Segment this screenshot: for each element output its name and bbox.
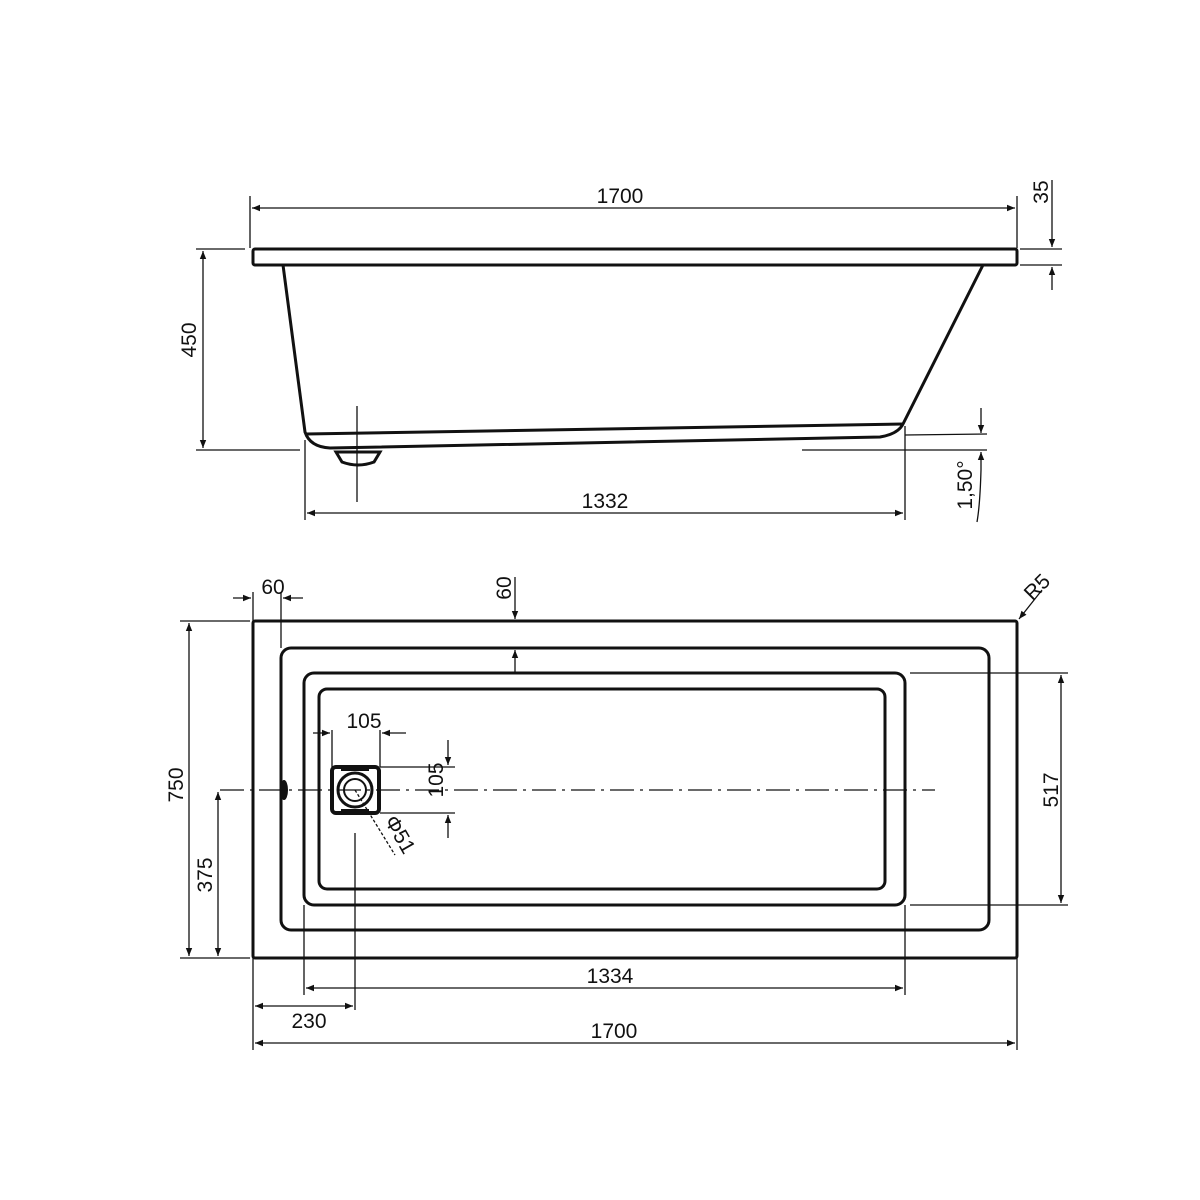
dim-side-rim-width: 60 — [261, 576, 284, 599]
top-view: 60 60 R5 750 375 105 105 Φ51 — [165, 570, 1068, 1050]
dim-bottom-length: 1332 — [582, 490, 629, 513]
dim-inner-width: 517 — [1040, 772, 1063, 807]
dim-top-rim-width: 60 — [493, 576, 516, 599]
dim-side-height: 450 — [178, 322, 201, 357]
dim-overall-width: 750 — [165, 767, 188, 802]
dim-drain-diameter: Φ51 — [380, 812, 420, 858]
dim-bottom-slope: 1,50° — [954, 460, 977, 509]
dim-drain-box-height: 105 — [425, 762, 448, 797]
dim-drain-offset-x: 230 — [291, 1010, 326, 1033]
side-view: 1700 35 450 1332 1,50° — [178, 180, 1062, 523]
dim-top-length: 1700 — [591, 1020, 638, 1043]
side-floor — [305, 422, 904, 436]
dim-side-length: 1700 — [597, 185, 644, 208]
dim-inner-length: 1334 — [587, 965, 634, 988]
side-rim — [251, 247, 1019, 267]
side-drain — [333, 450, 383, 467]
side-body — [281, 264, 985, 450]
dim-corner-radius: R5 — [1020, 570, 1055, 605]
dim-rim-thickness: 35 — [1030, 180, 1053, 203]
top-floor — [317, 687, 887, 891]
dim-drain-offset-y: 375 — [194, 857, 217, 892]
overflow-icon — [280, 780, 288, 800]
top-basin — [302, 671, 907, 907]
dim-drain-box-width: 105 — [346, 710, 381, 733]
